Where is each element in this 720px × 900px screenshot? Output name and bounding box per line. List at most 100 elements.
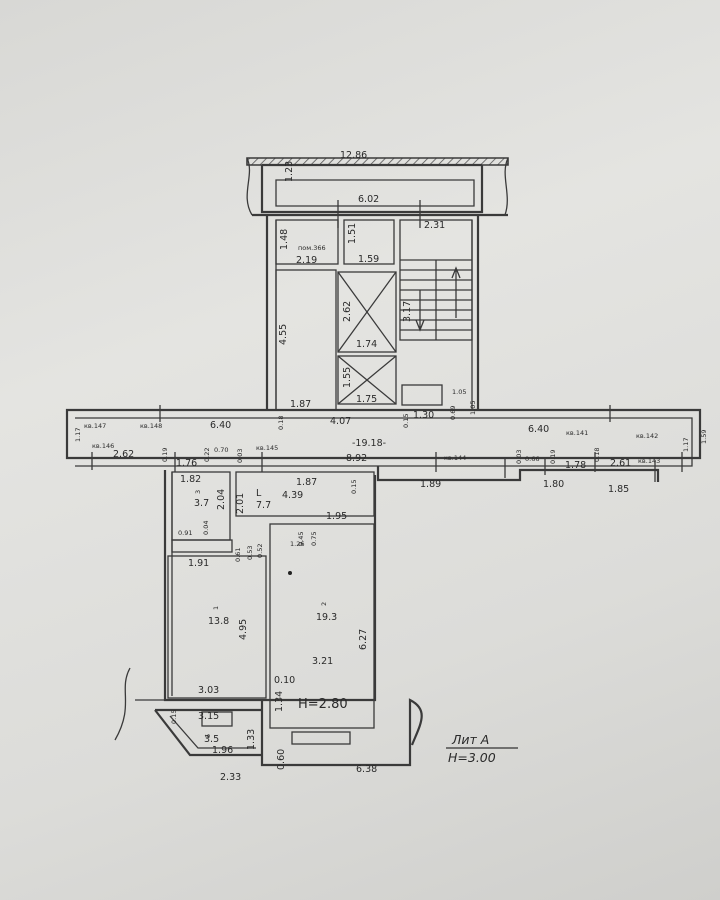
dim-room-3-width: 1.82: [180, 474, 201, 485]
dim-0-22: 0.22: [203, 448, 211, 462]
dim-1-80: 1.80: [543, 479, 564, 490]
dim-hall-length: 4.55: [278, 324, 289, 345]
room-3-area: 3.7: [194, 498, 209, 509]
dim-0-91: 0.91: [178, 529, 192, 537]
dim-room-2-length: 6.27: [358, 629, 369, 650]
dim-0-04: 0.04: [202, 521, 210, 535]
dim-2-61: 2.61: [610, 458, 631, 469]
dim-1-05-a: 1.05: [452, 388, 466, 396]
dim-0-03-a: 0.03: [236, 449, 244, 463]
dim-0-75: 0.75: [310, 532, 318, 546]
dim-1-96: 1.96: [212, 745, 233, 756]
dim-corridor-depth-right-2: 1.17: [682, 438, 690, 452]
apartment-label-143: кв.143: [638, 457, 660, 465]
dim-hall-length-apt: 4.39: [282, 490, 303, 501]
room-366-label: пом.366: [298, 244, 326, 252]
building-letter: Лит А: [451, 732, 489, 747]
dim-room-3-depth: 2.04: [216, 489, 227, 510]
room-2-area: 19.3: [316, 612, 337, 623]
apartment-label-144: кв.144: [444, 454, 466, 462]
apartment-label-148: кв.148: [140, 422, 162, 430]
dim-0-66: 0.66: [525, 455, 539, 463]
room-hall-number: L: [256, 488, 262, 499]
dim-corridor-depth-left: 1.17: [74, 428, 82, 442]
stairs: [400, 259, 472, 340]
dim-hall-width-apt: 1.87: [296, 477, 317, 488]
dim-0-15: 0.15: [402, 414, 410, 428]
dimension-labels: 12.86 6.02 1.23 2.31 1.48 пом.366 2.19 1…: [74, 150, 708, 783]
dim-shaft-1-length: 2.62: [342, 301, 353, 322]
dim-3-03: 3.03: [198, 685, 219, 696]
top-block: [246, 157, 509, 228]
dim-1-34: 1.34: [274, 691, 285, 712]
dim-hall-width: 1.87: [290, 399, 311, 410]
dim-0-69: 0.69: [449, 406, 457, 420]
corridor: [65, 405, 702, 482]
dim-1-26: 1.26: [290, 540, 304, 548]
dim-1-51: 1.51: [347, 223, 358, 244]
dim-corridor-left: 6.40: [210, 420, 231, 431]
core-block: [265, 215, 480, 411]
dim-0-03-b: 0.03: [515, 450, 523, 464]
room-2-number: 2: [320, 602, 328, 606]
dim-0-45: 0.45: [297, 532, 305, 546]
dim-corridor-total: -19.18-: [352, 438, 386, 449]
apartment-label-146: кв.146: [92, 442, 114, 450]
dim-1-33: 1.33: [246, 729, 257, 750]
dim-0-19-a: 0.19: [161, 448, 169, 462]
apartment-label-141: кв.141: [566, 429, 588, 437]
dim-0-10: 0.10: [274, 675, 295, 686]
dim-overall-width: 12.86: [340, 150, 367, 161]
apartment-label-145: кв.145: [256, 444, 278, 452]
dim-2-62: 2.62: [113, 449, 134, 460]
dim-0-53: 0.53: [246, 546, 254, 560]
dim-0-19-b: 0.19: [549, 450, 557, 464]
building-letter-block: Лит А H=3.00: [446, 732, 518, 765]
dim-room-1-59: 1.59: [358, 254, 379, 265]
dim-1-76: 1.76: [176, 458, 197, 469]
room-3-number: 3: [194, 490, 202, 494]
room-height-label: H=2.80: [298, 697, 348, 712]
dim-1-78: 1.78: [565, 460, 586, 471]
dim-0-61: 0.61: [234, 548, 242, 562]
dim-0-18: 0.18: [277, 416, 285, 430]
dim-corridor-4-07: 4.07: [330, 416, 351, 427]
dim-0-18-b: 0.18: [593, 448, 601, 462]
room-1-area: 13.8: [208, 616, 229, 627]
dim-corridor-depth-right: 1.59: [700, 430, 708, 444]
dim-1-05-b: 1.05: [469, 401, 477, 415]
dim-room-366-width: 2.19: [296, 255, 317, 266]
room-hall-area: 7.7: [256, 500, 271, 511]
dim-2-01: 2.01: [235, 493, 246, 514]
balcony-number: 5: [204, 734, 212, 738]
dim-room-366-depth: 1.48: [279, 229, 290, 250]
dim-shaft-2-width: 1.75: [356, 394, 377, 405]
room-1-number: 1: [212, 606, 220, 610]
dim-room-1-depth: 4.95: [238, 619, 249, 640]
dim-corridor-8-92: 8.92: [346, 453, 367, 464]
dim-shaft-1-width: 1.74: [356, 339, 377, 350]
apartment-label-142: кв.142: [636, 432, 658, 440]
dim-6-38: 6.38: [356, 764, 377, 775]
dim-stair-length: 3.17: [402, 301, 413, 322]
apartment-145: [114, 470, 423, 767]
dim-0-70: 0.70: [214, 446, 228, 454]
dim-shaft-2-length: 1.55: [342, 367, 353, 388]
dim-0-15-b: 0.15: [350, 480, 358, 494]
balcony-area: 3.5: [204, 734, 219, 745]
apartment-label-147: кв.147: [84, 422, 106, 430]
dim-top-depth: 1.23: [284, 161, 295, 182]
dim-top-inner: 6.02: [358, 194, 379, 205]
dim-1-95: 1.95: [326, 511, 347, 522]
dim-stair-width: 2.31: [424, 220, 445, 231]
dim-0-15-c: 0.15: [170, 710, 178, 724]
dim-0-60: 0.60: [276, 749, 287, 770]
dim-1-85: 1.85: [608, 484, 629, 495]
dim-1-89: 1.89: [420, 479, 441, 490]
dim-room-1-width: 1.91: [188, 558, 209, 569]
dim-corridor-right: 6.40: [528, 424, 549, 435]
dim-1-30: 1.30: [413, 410, 434, 421]
dim-3-15: 3.15: [198, 711, 219, 722]
building-height: H=3.00: [448, 750, 496, 765]
